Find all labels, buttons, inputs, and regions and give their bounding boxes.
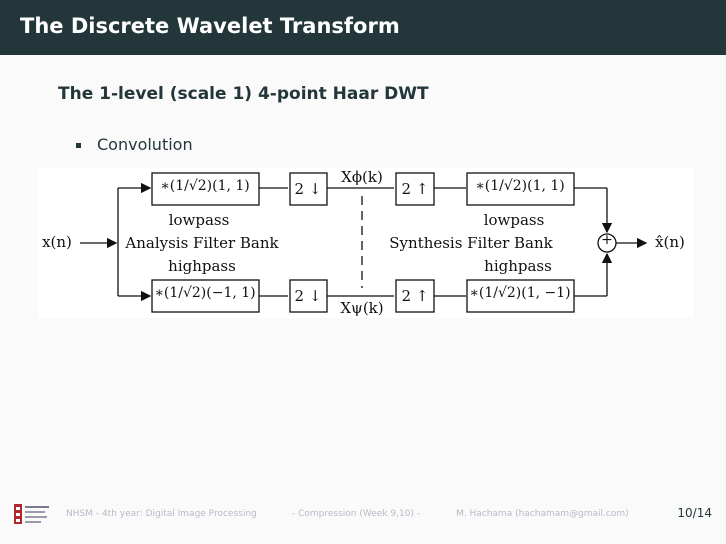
- analysis-bank-label: Analysis Filter Bank: [125, 234, 279, 252]
- bullet-item: Convolution: [97, 135, 193, 154]
- slide-subtitle: The 1-level (scale 1) 4-point Haar DWT: [58, 84, 429, 104]
- analysis-lowpass-filter: ∗(1/√2)(1, 1): [160, 178, 250, 194]
- upsample-top-label: 2 ↑: [401, 180, 429, 198]
- synthesis-lowpass-box: [466, 172, 575, 206]
- footer-course: NHSM - 4th year: Digital Image Processin…: [66, 509, 257, 519]
- downsample-bottom-label: 2 ↓: [294, 287, 322, 305]
- analysis-lowpass-label: lowpass: [168, 211, 230, 229]
- haar-dwt-diagram: x(n) x̂(n) + ∗(1/√2)(1, 1) ∗(1/√2)(−1, 1…: [38, 168, 693, 318]
- analysis-highpass-label: highpass: [168, 257, 236, 275]
- synthesis-highpass-label: highpass: [484, 257, 552, 275]
- title-bar: The Discrete Wavelet Transform: [0, 0, 726, 55]
- slide-title: The Discrete Wavelet Transform: [20, 14, 400, 38]
- synthesis-lowpass-filter: ∗(1/√2)(1, 1): [475, 178, 565, 194]
- downsample-top-label: 2 ↓: [294, 180, 322, 198]
- bullet-marker: [76, 143, 81, 148]
- downsample-top-box: [289, 172, 328, 206]
- input-signal-label: x(n): [42, 233, 72, 251]
- footer-author: M. Hachama (hachamam@gmail.com): [456, 509, 629, 519]
- detail-coefficient-label: Xψ(k): [340, 299, 384, 317]
- analysis-lowpass-box: [151, 172, 260, 206]
- page-number: 10/14: [677, 506, 712, 520]
- analysis-highpass-filter: ∗(1/√2)(−1, 1): [154, 285, 256, 301]
- adder-symbol: +: [601, 232, 613, 248]
- institution-logo: [14, 504, 49, 524]
- footer-topic: - Compression (Week 9,10) -: [292, 509, 421, 519]
- upsample-bottom-label: 2 ↑: [401, 287, 429, 305]
- output-signal-label: x̂(n): [655, 233, 685, 251]
- approx-coefficient-label: Xϕ(k): [341, 168, 383, 186]
- synthesis-highpass-filter: ∗(1/√2)(1, −1): [469, 285, 571, 301]
- synthesis-lowpass-label: lowpass: [483, 211, 545, 229]
- upsample-top-box: [395, 172, 435, 206]
- diagram-lines: [80, 172, 648, 313]
- synthesis-bank-label: Synthesis Filter Bank: [389, 234, 553, 252]
